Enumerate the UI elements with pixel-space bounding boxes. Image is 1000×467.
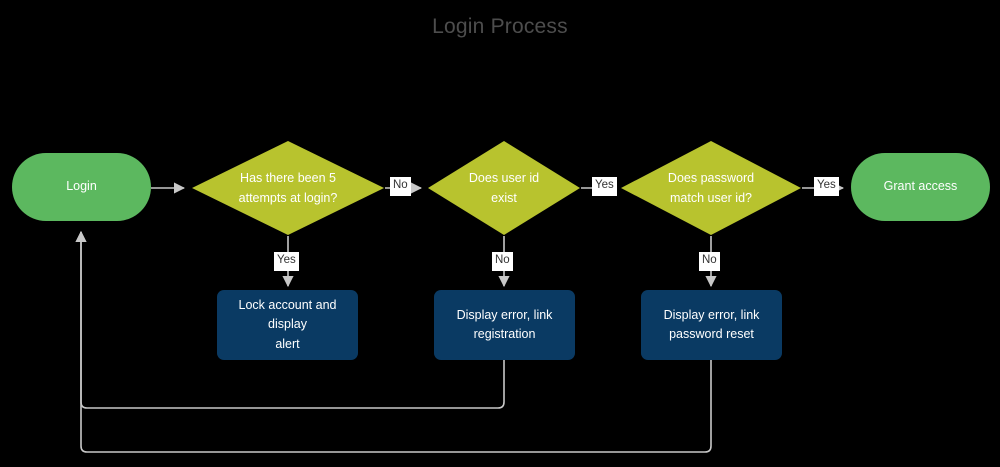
node-err-reg-label-line2: registration: [473, 327, 536, 341]
edge-label-userid-to-err-reg: No: [492, 252, 513, 271]
node-lock-account[interactable]: Lock account and display alert: [217, 290, 358, 360]
node-err-pass-label-line2: password reset: [669, 327, 754, 341]
decision-shape-attempts[interactable]: [192, 141, 384, 235]
node-display-error-password-reset[interactable]: Display error, link password reset: [641, 290, 782, 360]
edge-label-attempts-to-userid: No: [390, 177, 411, 196]
edge-label-userid-to-password: Yes: [592, 177, 617, 196]
decision-shape-password[interactable]: [621, 141, 801, 235]
node-err-reg-label-line1: Display error, link: [456, 307, 553, 322]
node-login[interactable]: Login: [12, 153, 151, 221]
edge-err-pass-to-login: [75, 230, 712, 453]
node-lock-account-label-line1: Lock account and display: [238, 297, 337, 332]
page-title: Login Process: [432, 15, 568, 38]
node-display-error-registration[interactable]: Display error, link registration: [434, 290, 575, 360]
edge-label-password-to-err-pass: No: [699, 252, 720, 271]
edge-label-attempts-to-lock: Yes: [274, 252, 299, 271]
node-err-pass-label-line1: Display error, link: [663, 307, 760, 322]
node-grant-access[interactable]: Grant access: [851, 153, 990, 221]
decision-shape-userid[interactable]: [428, 141, 580, 235]
edge-label-password-to-grant: Yes: [814, 177, 839, 196]
node-grant-access-label: Grant access: [883, 179, 958, 194]
node-login-label: Login: [66, 179, 97, 194]
node-lock-account-label-line2: alert: [275, 336, 300, 351]
